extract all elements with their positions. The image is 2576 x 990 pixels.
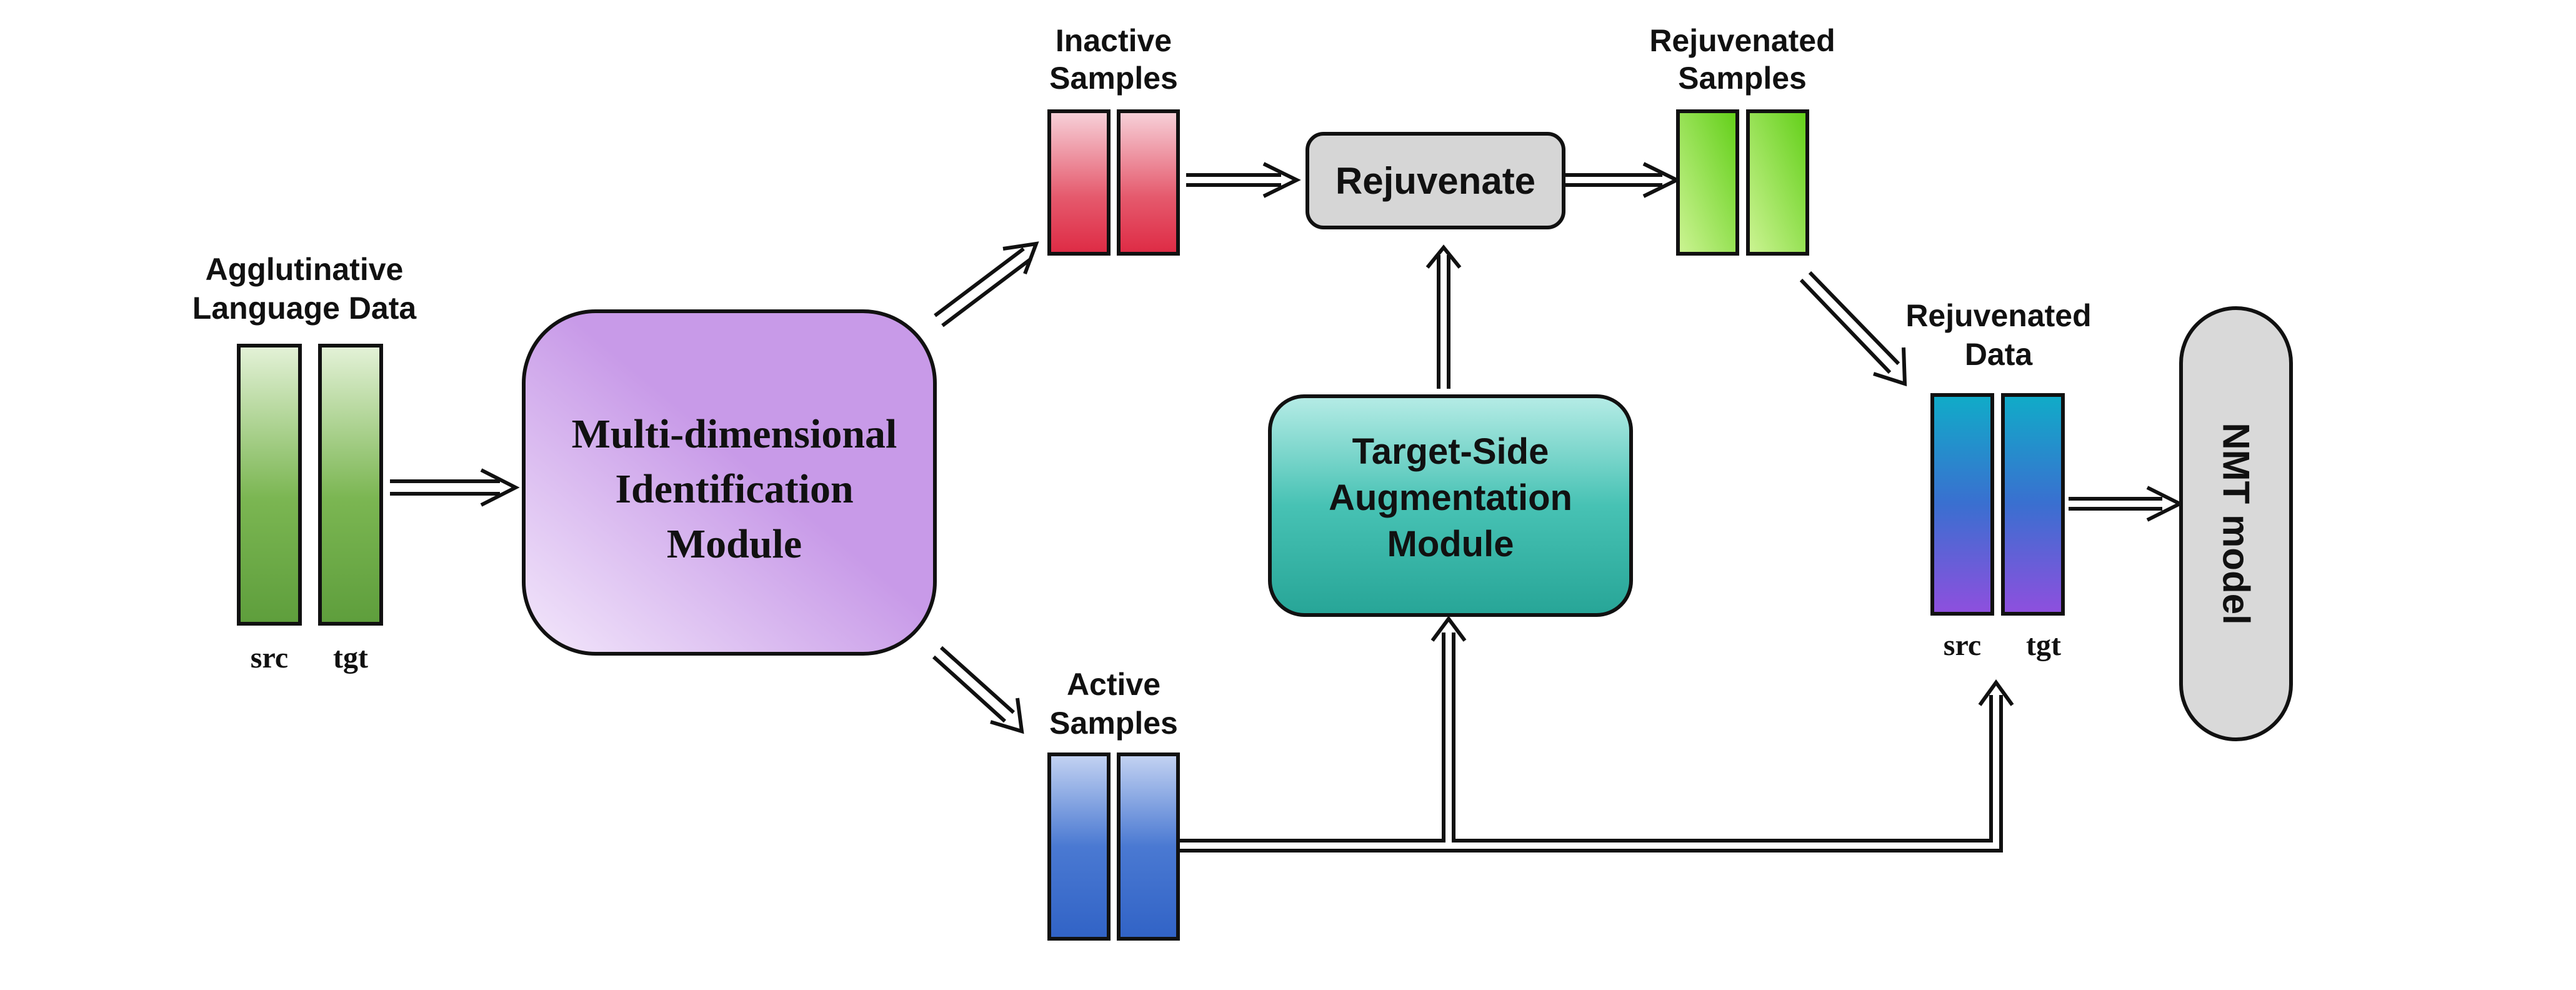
rejuvenated-data-tgt-bar bbox=[2001, 393, 2065, 616]
arrow-identification-to-inactive bbox=[934, 241, 1039, 328]
arrow-rejuvenated-samples-to-data bbox=[1799, 271, 1907, 387]
agglutinative-tgt-label: tgt bbox=[333, 641, 368, 674]
inactive-title-line1: Inactive bbox=[1056, 23, 1172, 58]
rejuvenated-samples-src-bar bbox=[1676, 109, 1739, 256]
inactive-src-bar bbox=[1047, 109, 1111, 256]
active-tgt-bar bbox=[1117, 752, 1180, 941]
nmt-model-label: NMT model bbox=[2215, 422, 2257, 624]
agglutinative-language-data: Agglutinative Language Data src tgt bbox=[192, 252, 417, 674]
arrow-rejuvenate-to-rejuvenated-samples bbox=[1564, 162, 1681, 198]
rejuvenated-data-line2: Data bbox=[1965, 337, 2034, 372]
rejuvenate-box bbox=[1305, 132, 1565, 229]
agglutinative-src-bar bbox=[237, 344, 302, 626]
active-samples: Active Samples bbox=[1047, 667, 1180, 941]
augmentation-module-box bbox=[1268, 394, 1633, 617]
active-src-bar bbox=[1047, 752, 1111, 941]
augmentation-line3: Module bbox=[1387, 524, 1514, 564]
agglutinative-title-line2: Language Data bbox=[192, 291, 417, 326]
identification-line2: Identification bbox=[615, 466, 853, 512]
active-title-line1: Active bbox=[1067, 667, 1161, 702]
arrow-inactive-to-rejuvenate bbox=[1186, 162, 1301, 198]
augmentation-module: Target-Side Augmentation Module bbox=[1268, 394, 1633, 617]
inactive-samples: Inactive Samples bbox=[1047, 23, 1180, 256]
rejuvenated-samples-line1: Rejuvenated bbox=[1649, 23, 1835, 58]
agglutinative-tgt-bar bbox=[318, 344, 383, 626]
rejuvenated-data-line1: Rejuvenated bbox=[1905, 298, 2091, 333]
rejuvenate-label: Rejuvenate bbox=[1335, 160, 1535, 202]
rejuvenated-data-src-bar bbox=[1930, 393, 1994, 616]
arrow-active-to-augmentation-and-data bbox=[1177, 615, 2014, 852]
agglutinative-src-label: src bbox=[251, 641, 288, 674]
identification-module: Multi-dimensional Identification Module bbox=[522, 309, 937, 656]
arrow-data-to-identification bbox=[390, 468, 520, 507]
arrow-rejuvenated-data-to-nmt bbox=[2069, 486, 2184, 522]
agglutinative-title-line1: Agglutinative bbox=[206, 252, 404, 287]
rejuvenated-data-tgt-label: tgt bbox=[2026, 629, 2061, 662]
rejuvenate-step: Rejuvenate bbox=[1305, 132, 1565, 229]
arrow-identification-to-active bbox=[932, 646, 1024, 734]
identification-module-box bbox=[522, 309, 937, 656]
rejuvenated-samples-line2: Samples bbox=[1678, 61, 1807, 96]
rejuvenated-data: Rejuvenated Data src tgt bbox=[1905, 298, 2091, 662]
rejuvenated-samples: Rejuvenated Samples bbox=[1649, 23, 1835, 256]
identification-line1: Multi-dimensional bbox=[572, 411, 897, 457]
rejuvenated-samples-tgt-bar bbox=[1746, 109, 1809, 256]
arrow-augmentation-to-rejuvenate bbox=[1425, 244, 1462, 389]
inactive-title-line2: Samples bbox=[1049, 61, 1178, 96]
identification-line3: Module bbox=[667, 521, 802, 567]
nmt-model: NMT model bbox=[2179, 306, 2293, 741]
inactive-tgt-bar bbox=[1117, 109, 1180, 256]
rejuvenated-data-src-label: src bbox=[1944, 629, 1981, 662]
nmt-model-capsule bbox=[2179, 306, 2293, 741]
active-title-line2: Samples bbox=[1049, 706, 1178, 741]
augmentation-line2: Augmentation bbox=[1329, 478, 1572, 518]
augmentation-line1: Target-Side bbox=[1352, 431, 1549, 472]
